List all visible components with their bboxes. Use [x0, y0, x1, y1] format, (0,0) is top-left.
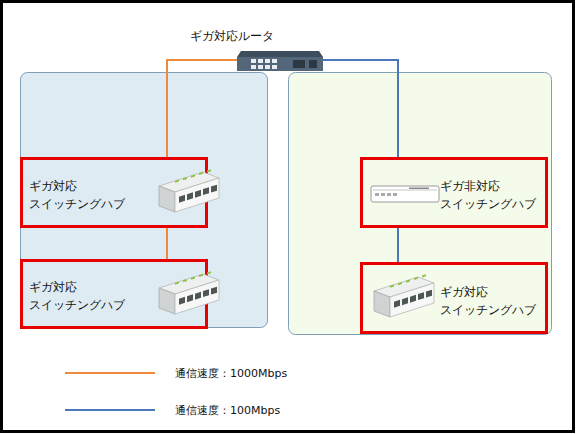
- device-icon: [366, 273, 438, 329]
- network-cable: [323, 60, 398, 157]
- switching-hub-box: ギガ対応 スイッチングハブ: [360, 262, 548, 334]
- hub-label: ギガ対応 スイッチングハブ: [440, 283, 543, 319]
- hub-label: ギガ対応 スイッチングハブ: [29, 278, 132, 314]
- device-icon: [237, 47, 323, 77]
- network-cable: [397, 228, 399, 262]
- router-label: ギガ対応ルータ: [190, 28, 274, 44]
- legend-sample-orange: [65, 372, 155, 374]
- legend-sample-blue: [65, 409, 155, 411]
- legend-text: 通信速度：100Mbps: [175, 403, 280, 418]
- switching-hub-box: ギガ対応 スイッチングハブ: [20, 259, 208, 329]
- network-cable: [167, 60, 237, 157]
- switching-hub-box: ギガ非対応 スイッチングハブ: [360, 157, 548, 228]
- legend-text: 通信速度：1000Mbps: [175, 366, 287, 381]
- device-icon: [151, 168, 223, 224]
- hub-label: ギガ非対応 スイッチングハブ: [440, 177, 543, 213]
- hub-label: ギガ対応 スイッチングハブ: [29, 177, 132, 213]
- right-area: [289, 73, 552, 335]
- router: ギガ対応ルータ: [237, 47, 323, 73]
- left-area: [21, 73, 268, 328]
- switching-hub-box: ギガ対応 スイッチングハブ: [20, 157, 208, 228]
- network-cable: [166, 228, 168, 259]
- device-icon: [151, 270, 223, 326]
- device-icon: [369, 180, 441, 212]
